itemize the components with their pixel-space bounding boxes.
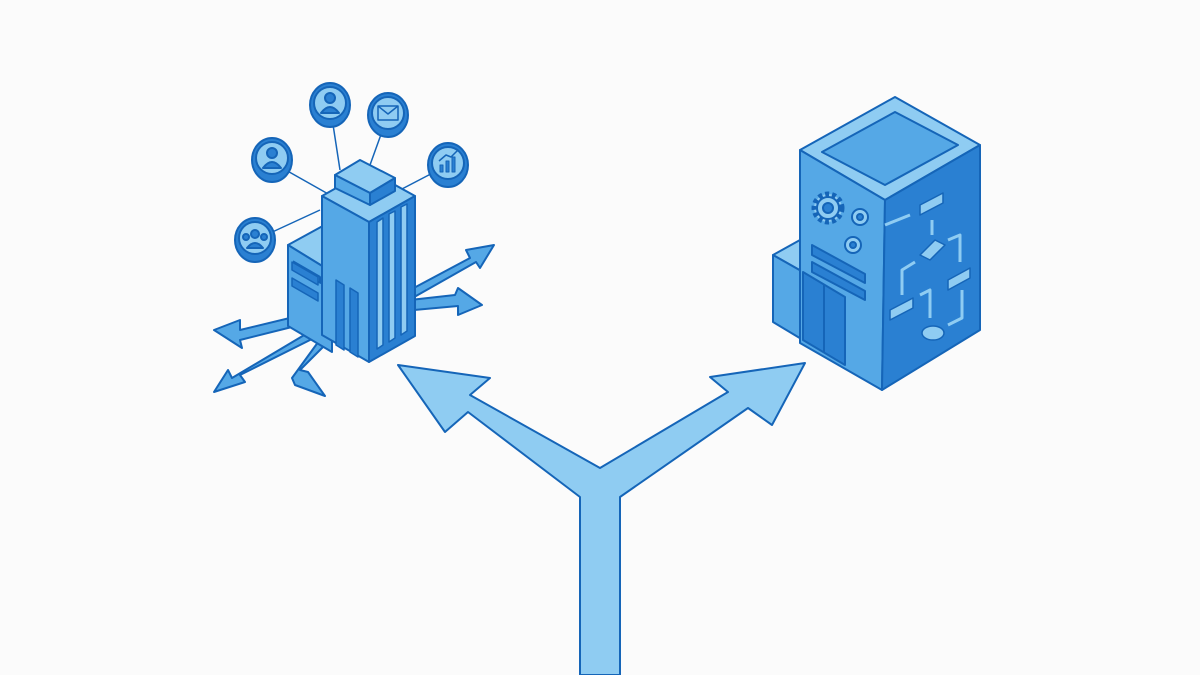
user-icon: [251, 137, 293, 183]
user-icon: [309, 82, 351, 128]
users-group-icon: [234, 217, 276, 263]
flowchart-icon: [884, 192, 971, 341]
gear-icon: [811, 191, 845, 225]
chart-icon: [427, 142, 469, 188]
gear-icon: [844, 236, 862, 254]
right-building: [772, 96, 981, 391]
gear-icon: [851, 208, 869, 226]
fork-arrow-icon: [397, 362, 806, 675]
outgoing-arrows: [213, 244, 495, 397]
mail-icon: [367, 92, 409, 138]
left-building: [213, 82, 495, 397]
